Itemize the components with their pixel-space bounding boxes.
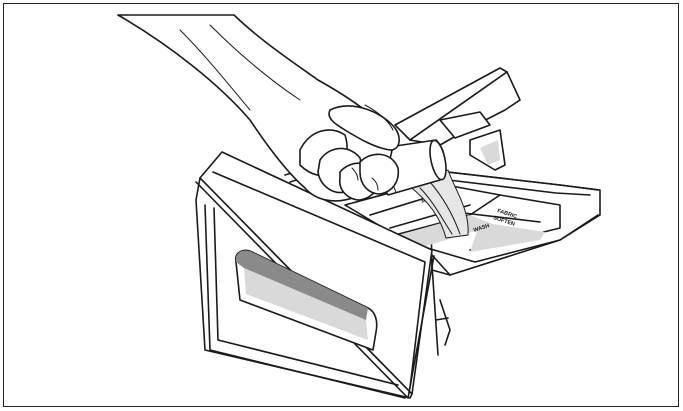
hand-and-arm [117, 14, 400, 202]
drawer-tray: FABRIC SOFTEN MAIN WASH [284, 67, 601, 356]
compartment-label-wash: WASH [473, 223, 491, 234]
powder-stream [406, 169, 469, 239]
drawer-front-panel [195, 151, 435, 399]
